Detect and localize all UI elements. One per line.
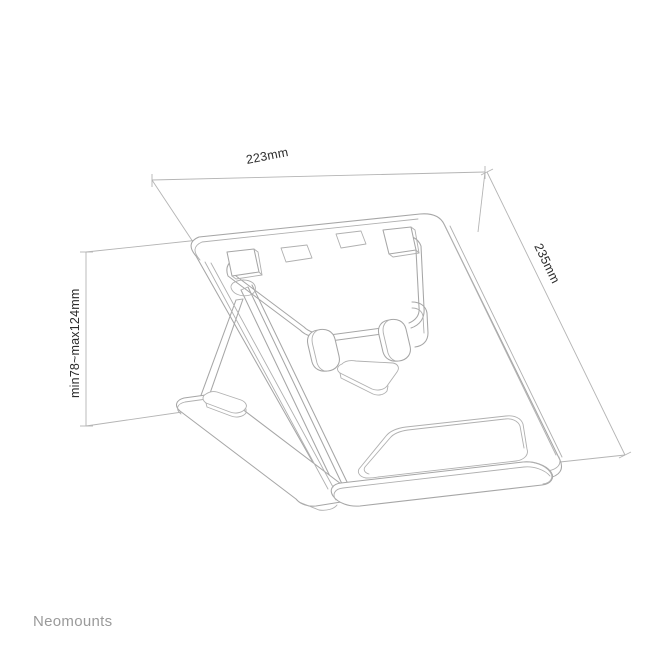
dimension-label-width: 223mm — [245, 145, 290, 167]
edge-detail-lines — [204, 223, 563, 490]
dimension-label-height: min78~max124mm — [68, 289, 82, 398]
vent-slots — [280, 230, 367, 263]
front-lip — [330, 415, 554, 507]
laptop-platform — [190, 213, 563, 501]
vent-slot — [335, 230, 367, 249]
center-rest-pad — [337, 360, 399, 396]
dimension-depth-235mm — [480, 168, 632, 463]
dimension-label-depth: 235mm — [531, 241, 562, 286]
base-plate — [175, 391, 350, 511]
brand-logo-text: Neomounts — [33, 613, 113, 630]
laptop-clip — [378, 318, 411, 362]
folding-legs — [199, 279, 349, 490]
laptop-clips — [226, 226, 420, 372]
laptop-clip — [307, 328, 340, 372]
laptop-clip — [382, 226, 420, 258]
laptop-clip — [226, 248, 263, 280]
vent-slot — [280, 244, 313, 263]
